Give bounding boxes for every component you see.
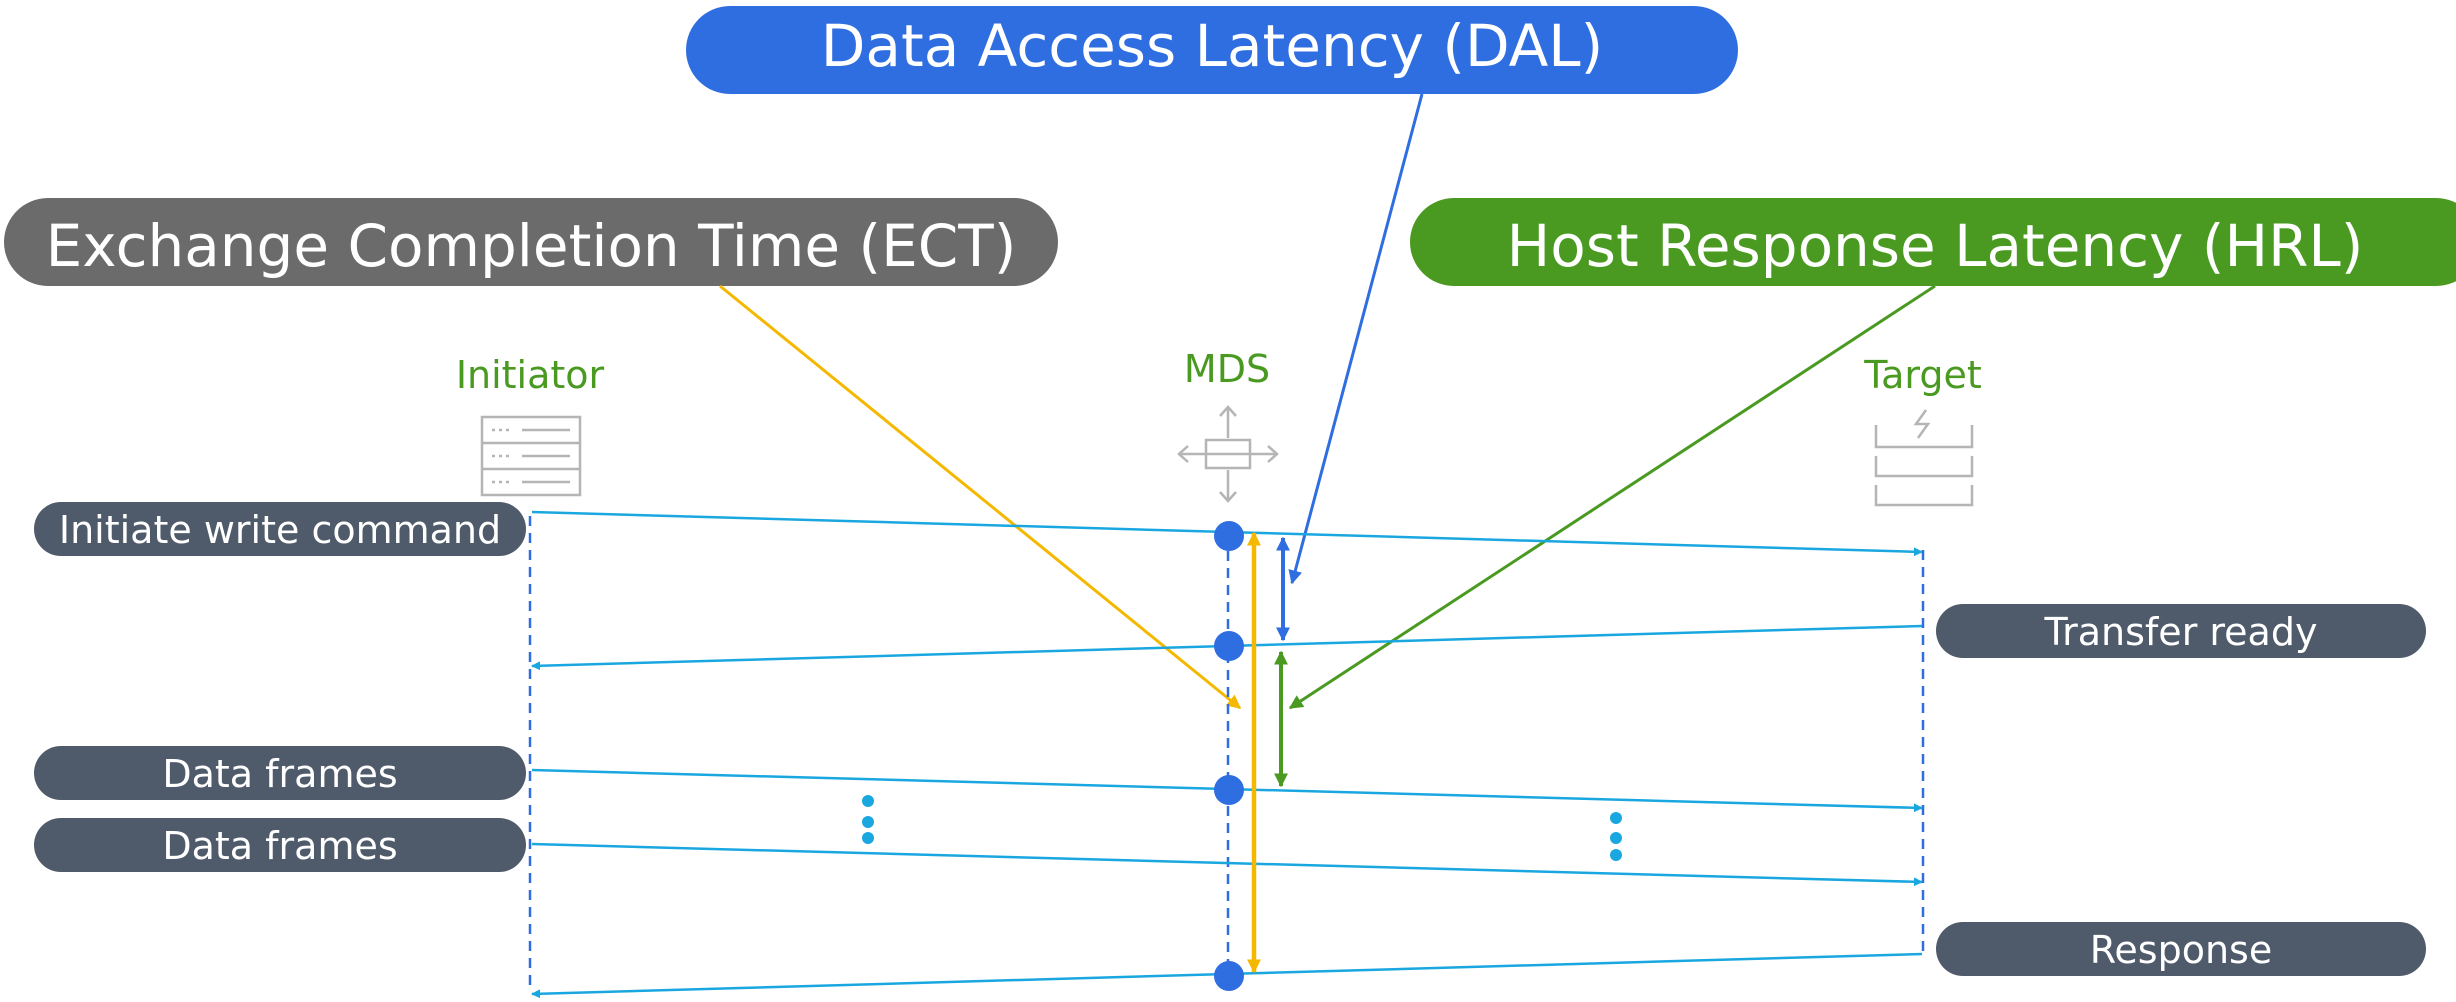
dal-label: Data Access Latency (DAL) [821, 12, 1604, 80]
data-frames-2-label: Data frames [162, 824, 397, 868]
ect-pill: Exchange Completion Time (ECT) [4, 198, 1058, 286]
mds-dot-4 [1214, 961, 1244, 991]
message-data-frames-2: Data frames [34, 818, 526, 872]
server-icon [480, 415, 582, 497]
ect-pointer-line [719, 284, 1242, 710]
dal-pointer-line [1288, 93, 1424, 585]
ellipsis-right [1610, 812, 1622, 861]
mds-dot-1 [1214, 521, 1244, 551]
target-label: Target [1863, 353, 1982, 397]
transfer-ready-label: Transfer ready [2044, 610, 2318, 654]
mds-dot-3 [1214, 775, 1244, 805]
message-initiate-write: Initiate write command [34, 502, 526, 556]
dal-pill: Data Access Latency (DAL) [686, 6, 1738, 94]
storage-icon [1874, 409, 1974, 507]
hrl-label: Host Response Latency (HRL) [1507, 212, 2364, 280]
message-response: Response [1936, 922, 2426, 976]
switch-icon [1177, 405, 1279, 503]
hrl-pointer-line [1288, 284, 1936, 710]
message-transfer-ready: Transfer ready [1936, 604, 2426, 658]
mds-label: MDS [1184, 347, 1270, 391]
response-label: Response [2090, 928, 2273, 972]
flow-data-frames-2 [531, 842, 1923, 887]
ect-label: Exchange Completion Time (ECT) [46, 212, 1017, 280]
mds-dot-2 [1214, 631, 1244, 661]
data-frames-1-label: Data frames [162, 752, 397, 796]
ellipsis-left [862, 795, 874, 844]
initiate-write-label: Initiate write command [59, 508, 501, 552]
message-data-frames-1: Data frames [34, 746, 526, 800]
initiator-label: Initiator [456, 353, 605, 397]
hrl-pill: Host Response Latency (HRL) [1410, 198, 2456, 286]
